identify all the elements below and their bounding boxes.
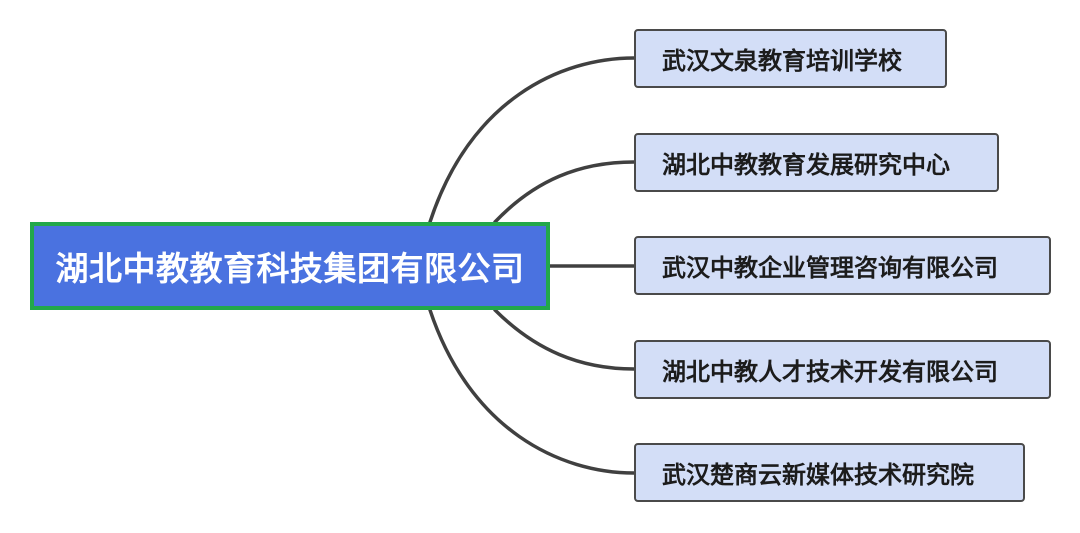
root-node-label: 湖北中教教育科技集团有限公司 xyxy=(55,249,525,288)
child-node-label: 湖北中教人才技术开发有限公司 xyxy=(662,358,998,386)
child-node-consulting-company[interactable]: 武汉中教企业管理咨询有限公司 xyxy=(634,236,1051,295)
connector-to-child-1 xyxy=(493,160,636,224)
connector-to-child-4 xyxy=(428,308,636,475)
connector-to-child-3 xyxy=(493,308,636,371)
child-node-research-center[interactable]: 湖北中教教育发展研究中心 xyxy=(634,133,999,192)
connector-to-child-0 xyxy=(428,56,636,224)
root-node[interactable]: 湖北中教教育科技集团有限公司 xyxy=(30,222,550,310)
child-node-label: 武汉中教企业管理咨询有限公司 xyxy=(662,254,998,282)
child-node-talent-company[interactable]: 湖北中教人才技术开发有限公司 xyxy=(634,340,1051,399)
child-node-wenquan-school[interactable]: 武汉文泉教育培训学校 xyxy=(634,29,947,88)
child-node-label: 武汉楚商云新媒体技术研究院 xyxy=(662,461,974,489)
child-node-new-media-institute[interactable]: 武汉楚商云新媒体技术研究院 xyxy=(634,443,1025,502)
child-node-label: 武汉文泉教育培训学校 xyxy=(662,47,902,75)
child-node-label: 湖北中教教育发展研究中心 xyxy=(662,151,950,179)
